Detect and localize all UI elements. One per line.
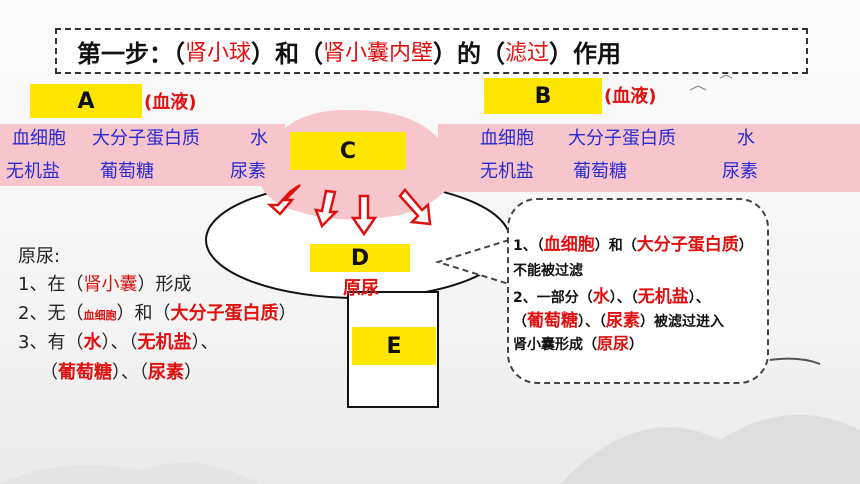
urine-answer-water: 水 — [83, 332, 102, 353]
title-answer-1: 肾小球 — [185, 41, 252, 66]
right-blood-band — [438, 124, 860, 192]
bubble-answer-protein: 大分子蛋白质 — [636, 235, 739, 255]
urine-answer-protein: 大分子蛋白质 — [170, 303, 279, 324]
title-answer-2: 肾小囊内壁 — [323, 41, 434, 66]
title-answer-3: 滤过 — [505, 41, 550, 66]
label-d-answer: 原尿 — [343, 278, 379, 299]
right-item-protein: 大分子蛋白质 — [568, 128, 676, 149]
bubble-answer-urine: 原尿 — [597, 334, 630, 353]
urine-line-3: 3、有（水）、（无机盐）、 — [18, 332, 219, 353]
arrow-2 — [314, 189, 340, 229]
urine-line-4: （葡萄糖）、（尿素） — [40, 362, 202, 383]
left-item-glucose: 葡萄糖 — [100, 161, 154, 182]
bubble-answer-salts: 无机盐 — [637, 287, 689, 307]
title-mid-2: ）的（ — [433, 39, 506, 68]
label-a: A — [30, 84, 142, 118]
right-item-urea: 尿素 — [722, 161, 758, 182]
left-item-urea: 尿素 — [230, 161, 266, 182]
arrow-1 — [266, 183, 301, 216]
label-d: D — [310, 244, 410, 272]
arrow-3 — [350, 194, 378, 237]
label-e: E — [352, 327, 436, 365]
bubble-line-3: 2、一部分（水）、（无机盐）、 — [513, 287, 710, 307]
bubble-pointer — [434, 239, 510, 285]
bubble-answer-water: 水 — [592, 287, 610, 307]
label-c: C — [290, 132, 406, 170]
right-item-blood-cells: 血细胞 — [480, 128, 534, 149]
bubble-line-2: 不能被过滤 — [513, 263, 583, 279]
callout-bubble — [507, 198, 769, 384]
bubble-answer-blood-cells: 血细胞 — [543, 235, 595, 255]
title-bar: 第一步：（ 肾小球 ）和（ 肾小囊内壁 ）的（ 滤过 ）作用 — [55, 28, 808, 74]
label-b: B — [484, 78, 602, 114]
bubble-answer-glucose: 葡萄糖 — [527, 311, 578, 331]
left-blood-band — [0, 124, 285, 186]
left-item-blood-cells: 血细胞 — [12, 128, 66, 149]
left-item-salts: 无机盐 — [6, 161, 60, 182]
urine-answer-urea: 尿素 — [148, 362, 184, 383]
urine-answer-salts: 无机盐 — [137, 332, 192, 353]
right-item-water: 水 — [737, 128, 755, 149]
bubble-line-5: 肾小囊形成（原尿） — [513, 334, 644, 353]
bubble-answer-urea: 尿素 — [606, 311, 640, 331]
label-b-note: (血液) — [604, 86, 657, 107]
filtration-arrows — [266, 183, 432, 237]
urine-answer-blood-cells: 血细胞 — [83, 309, 117, 322]
title-prefix: 第一步：（ — [77, 39, 185, 68]
right-item-salts: 无机盐 — [480, 161, 534, 182]
urine-line-2: 2、无（血细胞）和（大分子蛋白质） — [18, 303, 297, 324]
urine-answer-glucose: 葡萄糖 — [58, 362, 112, 383]
urine-answer-capsule: 肾小囊 — [83, 274, 138, 295]
arrow-4 — [398, 188, 432, 226]
left-item-water: 水 — [250, 128, 268, 149]
urine-heading: 原尿: — [18, 246, 61, 267]
label-a-note: (血液) — [144, 92, 197, 113]
urine-line-1: 1、在（肾小囊）形成 — [18, 274, 192, 295]
bubble-line-4: （葡萄糖）、（尿素）被滤过进入 — [513, 311, 724, 331]
title-mid-1: ）和（ — [251, 39, 324, 68]
title-suffix: ）作用 — [549, 39, 622, 68]
left-item-protein: 大分子蛋白质 — [92, 128, 200, 149]
bubble-line-1: 1、（血细胞）和（大分子蛋白质） — [513, 235, 753, 255]
right-item-glucose: 葡萄糖 — [573, 161, 627, 182]
